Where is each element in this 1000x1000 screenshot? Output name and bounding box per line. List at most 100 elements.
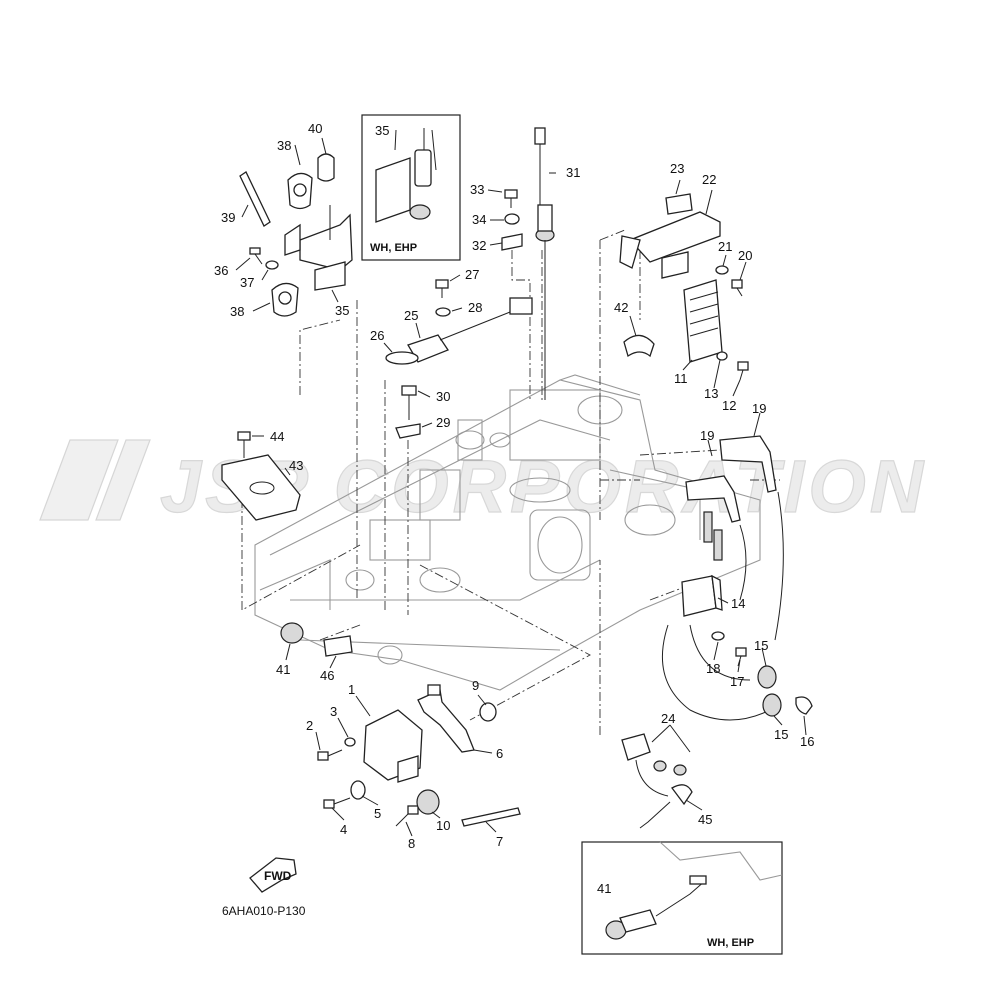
callout-26: 26 <box>370 328 384 343</box>
callout-39: 39 <box>221 210 235 225</box>
callout-10: 10 <box>436 818 450 833</box>
washer-18-part <box>711 631 725 641</box>
callout-11: 11 <box>674 371 688 386</box>
inset-bottom: 41 WH, EHP <box>581 841 783 955</box>
callout-2: 2 <box>306 718 313 733</box>
plug-41-part <box>280 622 304 644</box>
bolt-33-part <box>504 189 518 208</box>
clamp-42-part <box>623 334 655 358</box>
callout-5: 5 <box>374 806 381 821</box>
washer-21-part <box>715 265 729 275</box>
bracket-part <box>284 205 353 291</box>
cable-tie-part <box>239 171 271 227</box>
lead-45-part <box>635 759 693 829</box>
callout-29: 29 <box>436 415 450 430</box>
washer-37-part <box>265 260 279 270</box>
cover-43-part <box>221 454 301 521</box>
washer-13-part <box>716 351 728 361</box>
grommet-25-part <box>407 297 533 363</box>
inset-bottom-variant-label: WH, EHP <box>707 937 754 949</box>
screw-36-part <box>249 247 263 265</box>
screw-44-part <box>237 431 251 458</box>
clip-part <box>317 153 335 182</box>
bolt-2-part <box>317 749 343 761</box>
bolt-4-part <box>323 797 351 809</box>
plug-cap-19-upper-part <box>719 435 784 641</box>
callout-25: 25 <box>404 308 418 323</box>
washer-3-part <box>344 737 356 747</box>
watermark-text: JSP CORPORATION <box>160 445 927 528</box>
bolt-20-part <box>731 279 743 297</box>
callout-14: 14 <box>731 596 745 611</box>
sensor-24-part <box>621 733 687 776</box>
callout-33: 33 <box>470 182 484 197</box>
label-46-part <box>323 635 353 657</box>
bolt-8-part <box>395 805 419 827</box>
rectifier-11-part <box>661 251 723 363</box>
bolt-30-part <box>401 385 417 420</box>
leader-lines <box>241 229 780 735</box>
callout-9: 9 <box>472 678 479 693</box>
callout-8: 8 <box>408 836 415 851</box>
callout-34: 34 <box>472 212 486 227</box>
callout-31: 31 <box>566 165 580 180</box>
callout-36: 36 <box>214 263 228 278</box>
grommet-15b-part <box>762 693 782 717</box>
callout-19-lower: 19 <box>700 428 714 443</box>
callout-32: 32 <box>472 238 486 253</box>
callout-28: 28 <box>468 300 482 315</box>
callout-19-upper: 19 <box>752 401 766 416</box>
fwd-arrow-icon: FWD <box>249 857 297 893</box>
callout-18: 18 <box>706 661 720 676</box>
bolt-12-part <box>737 361 749 381</box>
callout-45: 45 <box>698 812 712 827</box>
grommet-10-part <box>416 789 440 815</box>
callout-4: 4 <box>340 822 347 837</box>
clip-29-part <box>395 423 421 439</box>
callout-15-upper: 15 <box>754 638 768 653</box>
cdi-unit-1-part <box>363 709 423 783</box>
callout-inset-35: 35 <box>375 123 389 138</box>
callout-inset-41: 41 <box>597 881 611 896</box>
callout-16: 16 <box>800 734 814 749</box>
callout-17: 17 <box>730 674 744 689</box>
seal-26-part <box>385 351 419 365</box>
callout-40: 40 <box>308 121 322 136</box>
bolt-17-part <box>735 647 747 667</box>
inset-top: 35 WH, EHP <box>361 114 461 261</box>
plug-cap-19-lower-part <box>685 475 747 601</box>
callout-41: 41 <box>276 662 290 677</box>
bracket-22-part <box>619 211 721 269</box>
clamp-top-part <box>287 172 313 210</box>
callout-37: 37 <box>240 275 254 290</box>
bracket-6-part <box>417 684 475 753</box>
fwd-label: FWD <box>264 869 292 883</box>
bolt-27-part <box>435 279 449 298</box>
washer-28-part <box>435 307 451 317</box>
grommet-15a-part <box>757 665 777 689</box>
callout-6: 6 <box>496 746 503 761</box>
callout-13: 13 <box>704 386 718 401</box>
callout-46: 46 <box>320 668 334 683</box>
inset-top-variant-label: WH, EHP <box>370 242 417 254</box>
callout-43: 43 <box>289 458 303 473</box>
callout-44: 44 <box>270 429 284 444</box>
clamp-bottom-part <box>271 282 299 317</box>
callout-27: 27 <box>465 267 479 282</box>
callout-24: 24 <box>661 711 675 726</box>
callout-leaders <box>235 129 807 837</box>
callout-22: 22 <box>702 172 716 187</box>
callout-42: 42 <box>614 300 628 315</box>
collar-5-part <box>350 780 366 800</box>
washer-34-part <box>504 213 520 225</box>
callout-3: 3 <box>330 704 337 719</box>
clip-23-part <box>665 193 693 215</box>
callout-15-lower: 15 <box>774 727 788 742</box>
callout-30: 30 <box>436 389 450 404</box>
callout-1: 1 <box>348 682 355 697</box>
callout-20: 20 <box>738 248 752 263</box>
collar-9-part <box>479 702 497 722</box>
ignition-coil-14-part <box>661 511 771 721</box>
